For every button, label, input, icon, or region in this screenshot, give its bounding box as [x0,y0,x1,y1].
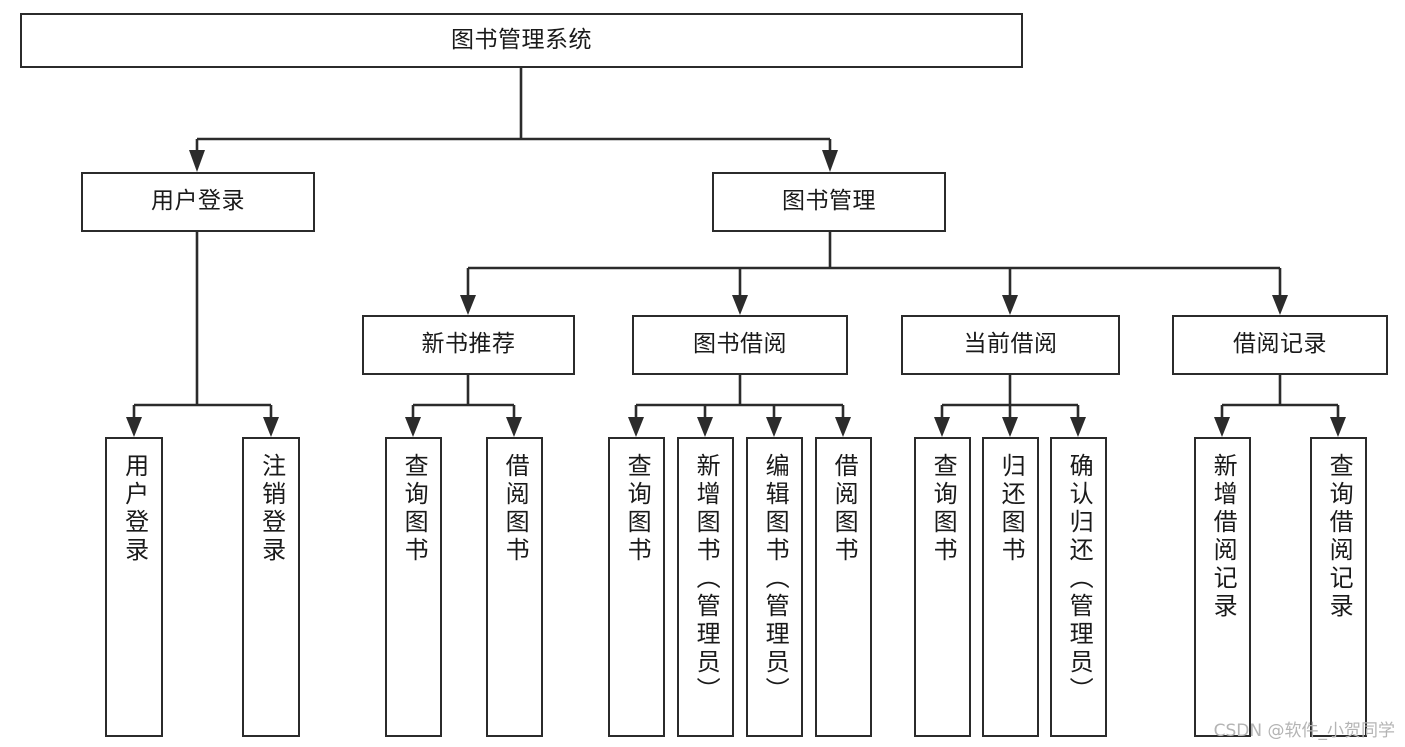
leaf-user-login-login[interactable]: 用户登录 [105,437,163,737]
node-label: 查询图书 [400,453,429,565]
leaf-current-confirm-return-admin[interactable]: 确认归还（管理员） [1050,437,1107,737]
leaf-borrow-query-book[interactable]: 查询图书 [608,437,665,737]
leaf-borrow-add-book-admin[interactable]: 新增图书（管理员） [677,437,734,737]
node-label: 用户登录 [151,188,245,215]
node-label: 图书管理系统 [451,26,592,53]
node-label: 借阅记录 [1233,331,1327,358]
node-label: 确认归还（管理员） [1065,453,1094,705]
node-new-book-recommend[interactable]: 新书推荐 [362,315,575,375]
leaf-recommend-query-book[interactable]: 查询图书 [385,437,442,737]
leaf-borrow-borrow-book[interactable]: 借阅图书 [815,437,872,737]
leaf-user-login-logout[interactable]: 注销登录 [242,437,300,737]
node-label: 图书管理 [782,188,876,215]
node-label: 借阅图书 [501,453,530,565]
node-book-management[interactable]: 图书管理 [712,172,946,232]
node-label: 用户登录 [120,453,149,565]
node-borrow-record[interactable]: 借阅记录 [1172,315,1388,375]
node-label: 编辑图书（管理员） [761,453,790,705]
leaf-current-return-book[interactable]: 归还图书 [982,437,1039,737]
node-book-borrow[interactable]: 图书借阅 [632,315,848,375]
node-root-system[interactable]: 图书管理系统 [20,13,1023,68]
leaf-record-query-record[interactable]: 查询借阅记录 [1310,437,1367,737]
node-label: 查询借阅记录 [1325,453,1354,621]
leaf-current-query-book[interactable]: 查询图书 [914,437,971,737]
node-label: 当前借阅 [963,331,1058,358]
node-label: 查询图书 [929,453,958,565]
node-label: 新增图书（管理员） [692,453,721,705]
leaf-recommend-borrow-book[interactable]: 借阅图书 [486,437,543,737]
node-user-login[interactable]: 用户登录 [81,172,315,232]
node-label: 新书推荐 [421,331,516,358]
node-label: 新增借阅记录 [1209,453,1238,621]
watermark-text: CSDN @软件_小贺同学 [1213,721,1395,741]
node-label: 查询图书 [623,453,652,565]
node-label: 注销登录 [257,453,286,565]
leaf-borrow-edit-book-admin[interactable]: 编辑图书（管理员） [746,437,803,737]
node-label: 归还图书 [997,453,1026,565]
node-current-borrow[interactable]: 当前借阅 [901,315,1120,375]
node-label: 图书借阅 [693,331,787,358]
leaf-record-add-record[interactable]: 新增借阅记录 [1194,437,1251,737]
node-label: 借阅图书 [830,453,859,565]
